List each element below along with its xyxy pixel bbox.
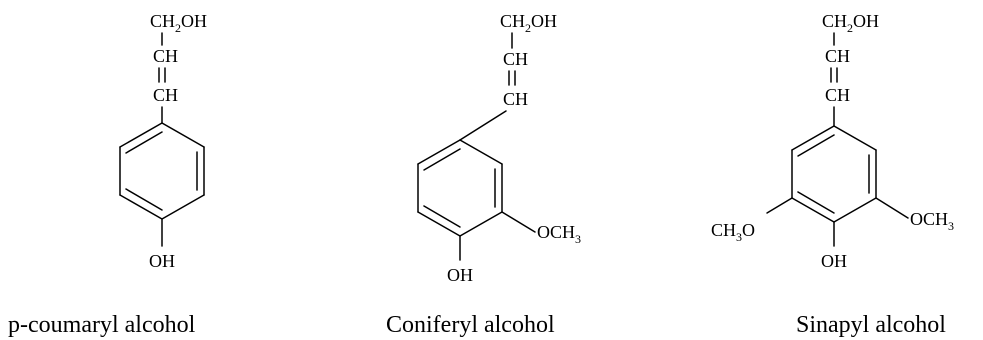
para-hydroxyl-label: OH (821, 251, 847, 271)
ring-bond (791, 197, 835, 223)
ring-bond (833, 197, 877, 223)
chain-label-ch: CH (503, 89, 528, 109)
chain-label-ch2oh: CH2OH (500, 11, 557, 35)
ring-bond (791, 125, 835, 151)
para-hydroxyl-label: OH (447, 265, 473, 285)
ring-bond (161, 194, 205, 220)
ring-bond (417, 211, 461, 237)
benzene-ring (791, 125, 877, 223)
ring-bond (161, 122, 205, 148)
chain-label-ch2oh: CH2OH (150, 11, 207, 35)
ring-bond (833, 125, 877, 151)
propenol-side-chain: CH2OH CH CH (150, 11, 207, 124)
methoxy-label-left: CH3O (711, 220, 755, 244)
methoxy-label: OCH3 (537, 222, 581, 246)
ring-bond (459, 211, 503, 237)
methoxy-bond (501, 211, 536, 233)
ring-bond (417, 139, 461, 165)
methoxy-label-right: OCH3 (910, 209, 954, 233)
ring-bond (119, 194, 163, 220)
molecule-caption: p-coumaryl alcohol (8, 312, 196, 338)
methoxy-bond (875, 197, 909, 219)
ring-attachment-bond (459, 110, 507, 141)
molecule-caption: Sinapyl alcohol (796, 312, 946, 338)
chain-label-ch: CH (825, 85, 850, 105)
benzene-ring (119, 122, 205, 220)
chain-label-ch: CH (153, 46, 178, 66)
methoxy-bond (766, 197, 793, 214)
propenol-side-chain: CH2OH CH CH (822, 11, 879, 127)
aromatic-inner-bond (125, 131, 163, 154)
para-hydroxyl-label: OH (149, 251, 175, 271)
benzene-ring (417, 139, 503, 237)
aromatic-inner-bond (423, 205, 461, 228)
aromatic-inner-bond (797, 134, 835, 157)
ring-bond (459, 139, 503, 165)
chain-label-ch: CH (153, 85, 178, 105)
chain-label-ch2oh: CH2OH (822, 11, 879, 35)
chain-label-ch: CH (503, 49, 528, 69)
molecule-sinapyl-alcohol: CH2OH CH CH OCH3 CH3O OH Sinapyl alcohol (711, 11, 954, 338)
aromatic-inner-bond (125, 188, 163, 211)
molecule-p-coumaryl-alcohol: CH2OH CH CH OH p-coumaryl alcohol (8, 11, 207, 338)
ring-bond (119, 122, 163, 148)
propenol-side-chain: CH2OH CH CH (459, 11, 557, 141)
molecule-caption: Coniferyl alcohol (386, 312, 555, 338)
chain-label-ch: CH (825, 46, 850, 66)
molecule-coniferyl-alcohol: CH2OH CH CH OCH3 OH Coniferyl alcohol (386, 11, 581, 338)
aromatic-inner-bond (797, 191, 835, 214)
aromatic-inner-bond (423, 148, 461, 171)
